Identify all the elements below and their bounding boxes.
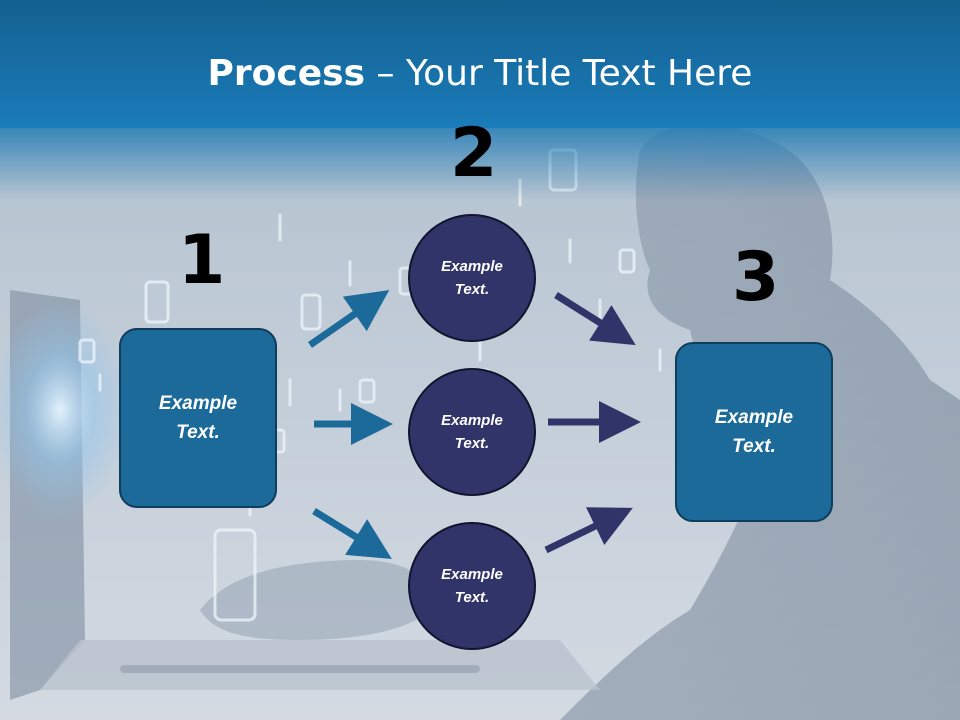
header-band (0, 0, 960, 128)
arrow-left-to-bottom (312, 508, 392, 560)
circle-middle: Example Text. (408, 368, 536, 496)
arrow-left-to-top (308, 290, 390, 348)
right-box: Example Text. (675, 342, 833, 522)
circle-bottom-text: Example Text. (441, 566, 503, 606)
circle-top-text: Example Text. (441, 258, 503, 298)
left-box: Example Text. (119, 328, 277, 508)
arrow-bottom-to-right (544, 507, 633, 554)
circle-bottom: Example Text. (408, 522, 536, 650)
title-rest: – Your Title Text Here (365, 53, 753, 94)
step-number-2: 2 (450, 114, 498, 193)
left-box-text: Example Text. (158, 393, 238, 443)
title-bold: Process (207, 53, 366, 94)
right-box-text: Example Text. (714, 407, 794, 457)
slide-title: Process – Your Title Text Here (0, 52, 960, 96)
circle-top: Example Text. (408, 214, 536, 342)
circle-middle-text: Example Text. (441, 412, 503, 452)
step-number-1: 1 (178, 221, 226, 300)
step-number-3: 3 (732, 238, 780, 317)
arrow-top-to-right (554, 292, 636, 346)
